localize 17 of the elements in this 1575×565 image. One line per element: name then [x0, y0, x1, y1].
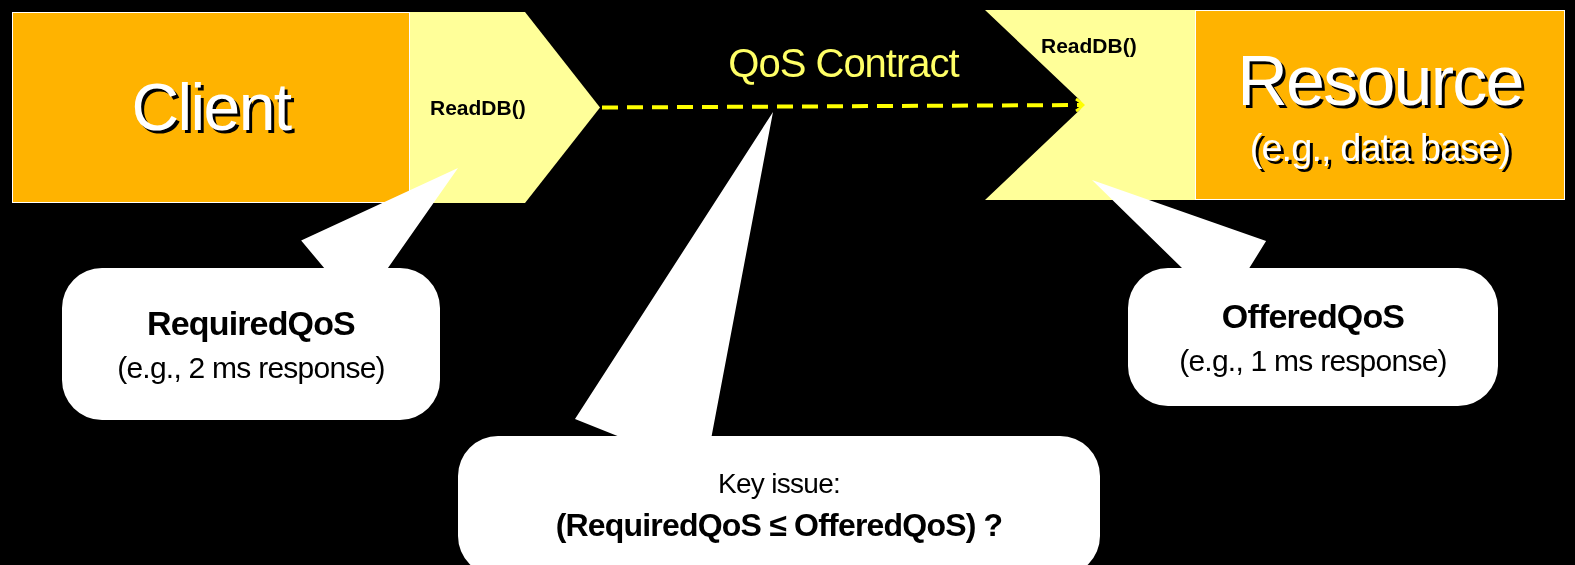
speech-bubble: [1092, 180, 1498, 406]
callout-text: Key issue:: [717, 466, 841, 501]
speech-bubble: [62, 168, 458, 420]
callout-title: RequiredQoS: [147, 303, 355, 344]
callout-question: (RequiredQoS ≤ OfferedQoS) ?: [555, 506, 1003, 546]
callout-title: OfferedQoS: [1221, 296, 1405, 337]
block-title: Resource: [1237, 40, 1523, 122]
component-box: [12, 12, 410, 203]
component-box: [1195, 10, 1565, 200]
callout-text: (e.g., 2 ms response): [117, 349, 385, 386]
callout-text: (e.g., 1 ms response): [1179, 342, 1447, 379]
block-subtitle: (e.g., data base): [1249, 126, 1511, 171]
port-shape: [985, 10, 1195, 200]
method-label: ReadDB(): [430, 94, 526, 121]
dashed-arrow: [602, 97, 1087, 113]
method-label: ReadDB(): [1041, 33, 1137, 59]
block-title: Client: [131, 69, 291, 147]
